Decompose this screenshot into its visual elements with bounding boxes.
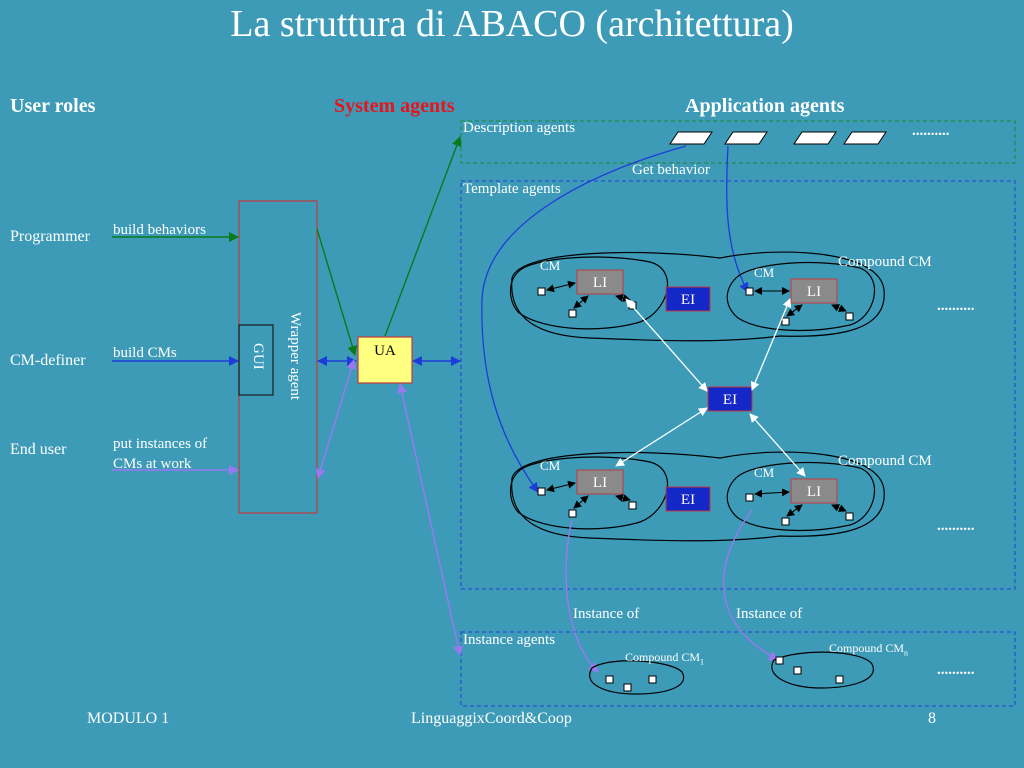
instance-cm-n-outline (771, 651, 874, 689)
gui-label: GUI (250, 343, 266, 370)
header-application-agents: Application agents (685, 95, 845, 117)
gui-box (238, 324, 274, 396)
template-agents-region (460, 180, 1016, 590)
upper-cm-right-outline (726, 261, 876, 332)
lower-cm-left-outline (509, 456, 668, 530)
cm-label-lower-right: CM (754, 465, 775, 480)
ua-label: UA (374, 343, 396, 359)
footer-page-number: 8 (928, 710, 936, 727)
ei-label-center: EI (722, 392, 738, 408)
action-build-cms: build CMs (113, 345, 177, 361)
cm-label-upper-left: CM (540, 258, 561, 273)
li-label-lower-left: LI (592, 475, 608, 491)
ei-label-upper: EI (680, 292, 696, 308)
footer-module: MODULO 1 (87, 710, 170, 727)
compound-cm-n-label: Compound CMn (829, 641, 909, 658)
upper-ellipsis: .......... (937, 298, 975, 314)
header-system-agents: System agents (334, 95, 455, 117)
cm-label-upper-right: CM (754, 265, 775, 280)
template-agents-label: Template agents (463, 181, 561, 197)
instance-cm-1-outline (589, 660, 685, 695)
instance-agents-region (460, 631, 1016, 707)
slide-title: La struttura di ABACO (architettura) (230, 3, 794, 45)
ei-box-center (707, 386, 753, 412)
action-put-instances-line2: CMs at work (113, 456, 192, 472)
li-box-lower-right (790, 478, 838, 504)
get-behavior-label: Get behavior (632, 162, 710, 178)
role-cm-definer: CM-definer (10, 352, 86, 369)
role-end-user: End user (10, 441, 67, 458)
ua-box (357, 336, 413, 384)
description-ellipsis: .......... (912, 123, 950, 139)
compound-cm-label-upper: Compound CM (838, 254, 932, 270)
description-agents-shapes (669, 131, 887, 145)
compound-cm-1-label: Compound CM1 (625, 650, 705, 667)
ei-box-lower (665, 486, 711, 512)
instance-agents-label: Instance agents (463, 632, 556, 648)
instance-of-label-left: Instance of (573, 606, 640, 622)
upper-compound-outline (511, 251, 885, 342)
li-box-lower-left (576, 469, 624, 495)
li-box-upper-left (576, 269, 624, 295)
instance-ellipsis: .......... (937, 662, 975, 678)
instance-of-label-right: Instance of (736, 606, 803, 622)
ei-label-lower: EI (680, 492, 696, 508)
action-put-instances-line1: put instances of (113, 436, 208, 452)
header-user-roles: User roles (10, 95, 96, 117)
role-programmer: Programmer (10, 228, 90, 245)
wrapper-agent-label: Wrapper agent (287, 312, 303, 401)
li-label-upper-left: LI (592, 275, 608, 291)
lower-ellipsis: .......... (937, 518, 975, 534)
li-label-upper-right: LI (806, 284, 822, 300)
compound-cm-label-lower: Compound CM (838, 453, 932, 469)
footer-course: LinguaggixCoord&Coop (411, 710, 572, 727)
cm-label-lower-left: CM (540, 458, 561, 473)
li-box-upper-right (790, 278, 838, 304)
action-build-behaviors: build behaviors (113, 222, 206, 238)
description-agents-label: Description agents (463, 120, 576, 136)
li-label-lower-right: LI (806, 484, 822, 500)
